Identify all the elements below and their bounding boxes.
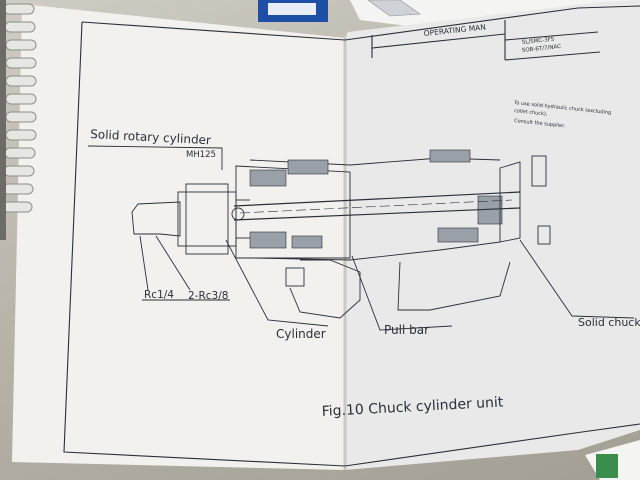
left-page (12, 4, 345, 470)
note-line-3: Consult the supplier. (514, 118, 566, 129)
sheet-sketch (367, 0, 421, 17)
model-label: MH125 (186, 150, 216, 160)
port-label-2: 2-Rc3/8 (188, 290, 228, 302)
note-line-2: collet chuck), (514, 108, 548, 118)
green-object (596, 454, 618, 478)
blue-box-label (268, 3, 316, 15)
port-label-1: Rc1/4 (144, 289, 174, 301)
solid-chuck-label: Solid chuck (578, 316, 640, 329)
pull-bar-label: Pull bar (384, 323, 429, 337)
solid-rotary-cylinder-label: Solid rotary cylinder (90, 127, 212, 147)
binder-rings (0, 0, 37, 240)
model-code-1: SL/SMC-3FS (522, 37, 555, 46)
leader-rotary (87, 145, 223, 170)
model-code-2: SOB-6T/7/NAC (522, 44, 562, 54)
pull-bar (233, 191, 521, 207)
drawing-frame (63, 5, 640, 467)
rotary-joint (131, 201, 181, 237)
cylinder-label: Cylinder (276, 327, 326, 341)
solid-chuck (499, 161, 521, 243)
section-hatching (249, 149, 503, 249)
chuck-cylinder-drawing (87, 145, 635, 331)
right-page (345, 0, 640, 470)
